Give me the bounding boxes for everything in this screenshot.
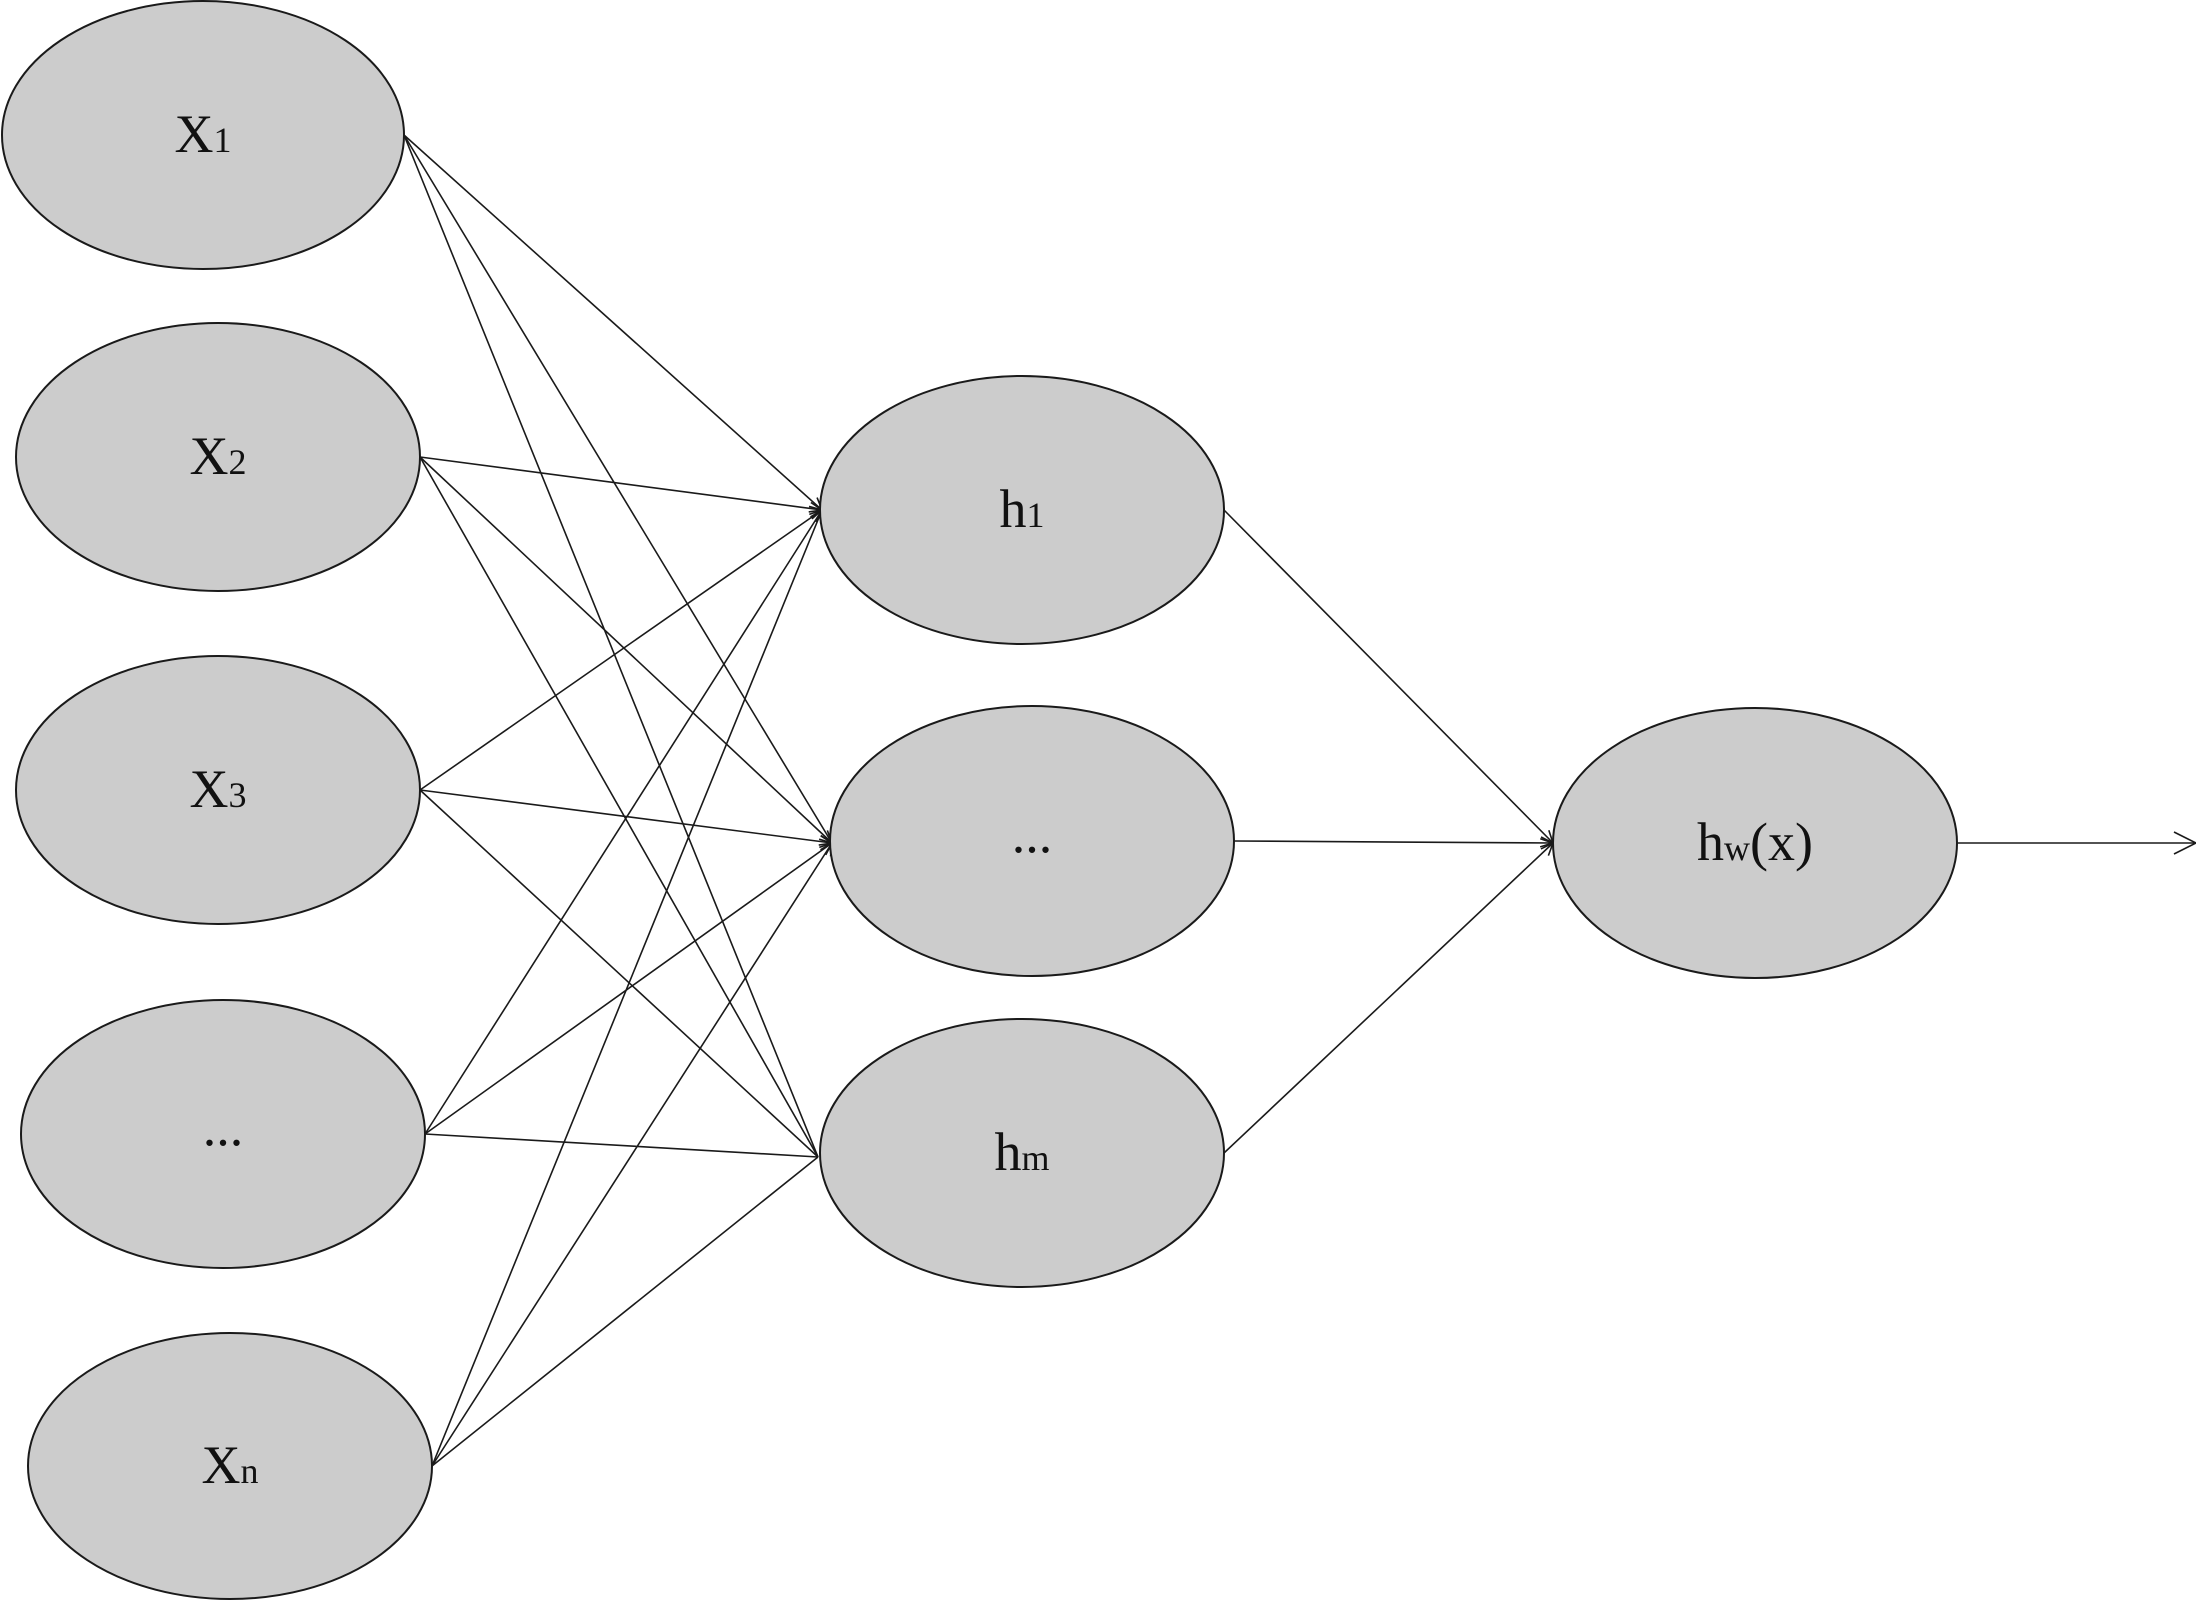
edge-xn-hdots	[431, 843, 832, 1467]
edge-h1-out	[1223, 509, 1553, 843]
input-layer: X1 X2 X3 ... Xn	[1, 0, 433, 1600]
edge-x3-h1	[419, 510, 822, 791]
node-label: Xn	[202, 1435, 259, 1495]
node-label: X2	[190, 426, 247, 486]
node-label: X3	[190, 759, 247, 819]
input-node-x3: X3	[15, 655, 421, 925]
node-ellipse	[27, 1332, 433, 1600]
hidden-node-h1: h1	[819, 375, 1225, 645]
edge-xn-hm	[431, 1156, 819, 1467]
edges-input-to-hm	[403, 134, 819, 1467]
node-label: ...	[1012, 804, 1053, 864]
edge-x2-hm	[419, 456, 819, 1158]
input-node-dots: ...	[20, 999, 426, 1269]
edges-hidden-to-output	[1223, 509, 1553, 1154]
edge-x1-hm	[403, 134, 819, 1158]
edge-xdots-h1	[424, 510, 822, 1135]
node-ellipse	[15, 322, 421, 592]
node-ellipse	[20, 999, 426, 1269]
hidden-node-hm: hm	[819, 1018, 1225, 1288]
edge-xn-h1	[431, 510, 822, 1467]
input-node-x2: X2	[15, 322, 421, 592]
node-label: X1	[175, 104, 232, 164]
edge-xdots-hm	[424, 1133, 819, 1158]
node-ellipse	[829, 705, 1235, 977]
node-ellipse	[819, 1018, 1225, 1288]
node-label: hw(x)	[1697, 812, 1813, 872]
node-label: h1	[1000, 479, 1045, 539]
input-node-xn: Xn	[27, 1332, 433, 1600]
edge-x1-hdots	[403, 134, 832, 843]
edge-hm-out	[1223, 843, 1553, 1154]
node-ellipse	[15, 655, 421, 925]
input-node-x1: X1	[1, 0, 405, 270]
edge-x3-hm	[419, 789, 819, 1158]
node-label: hm	[994, 1122, 1049, 1182]
edge-x3-hdots	[419, 789, 832, 843]
edges-input-to-hdots	[403, 134, 832, 1467]
node-ellipse	[819, 375, 1225, 645]
hidden-node-dots: ...	[829, 705, 1235, 977]
edge-hdots-out	[1233, 841, 1553, 843]
edge-x1-h1	[403, 134, 822, 510]
edge-xdots-hdots	[424, 843, 832, 1135]
edge-x2-hdots	[419, 456, 832, 843]
edges-input-to-h1	[403, 134, 822, 1467]
node-ellipse	[1552, 707, 1958, 979]
edge-x2-h1	[419, 456, 822, 510]
hidden-layer: h1 ... hm	[819, 375, 1235, 1288]
node-label: ...	[203, 1097, 244, 1157]
output-node: hw(x)	[1552, 707, 1958, 979]
node-ellipse	[1, 0, 405, 270]
